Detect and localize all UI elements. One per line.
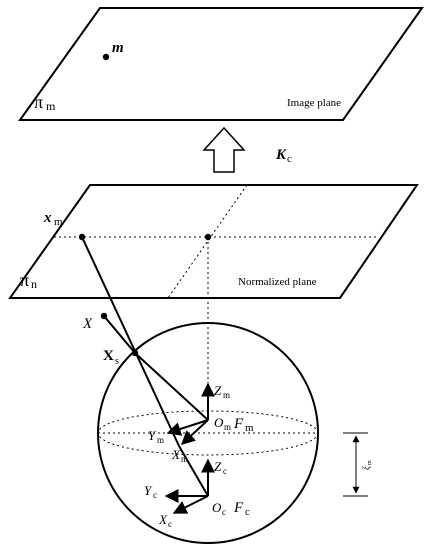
sphere-point-subscript: s <box>115 356 119 367</box>
world-point-dot <box>100 312 108 320</box>
mirror-frame-subscript: m <box>245 422 254 434</box>
image-point-label: m <box>112 40 124 56</box>
world-point-group: X X s <box>82 312 139 367</box>
projection-K-subscript: c <box>287 153 292 165</box>
ray-xm-to-Oc <box>81 236 180 447</box>
offset-label: ξ <box>361 466 371 470</box>
mirror-x-label: X <box>171 447 181 462</box>
image-point-m-dot <box>102 53 110 61</box>
mirror-y-label: Y <box>148 428 157 443</box>
offset-dimension: ξ m <box>343 432 373 497</box>
camera-x-label: X <box>158 512 168 527</box>
camera-z-label: Z <box>214 459 222 474</box>
mirror-origin-subscript: m <box>224 422 231 432</box>
camera-y-label: Y <box>144 483 153 498</box>
unit-sphere <box>97 322 319 544</box>
camera-x-subscript: c <box>168 519 172 529</box>
image-plane: m π m Image plane <box>18 7 424 121</box>
projection-K-symbol: K <box>275 147 287 163</box>
normalized-plane-diagonal-dotted <box>167 184 248 299</box>
ray-lower-to-Oc <box>178 445 209 497</box>
normalized-plane-caption: Normalized plane <box>238 276 317 288</box>
camera-z-subscript: c <box>223 466 227 476</box>
sphere-point-dot <box>131 349 139 357</box>
projection-rays <box>81 236 209 497</box>
image-plane-caption: Image plane <box>287 97 341 109</box>
mirror-x-axis <box>180 419 209 445</box>
ray-X-to-Xs <box>103 315 136 354</box>
normalized-point-subscript: m <box>54 216 63 228</box>
normalized-point-label: x <box>43 210 52 226</box>
mirror-frame-label: F <box>233 416 244 432</box>
camera-origin-label: O <box>212 500 222 515</box>
camera-x-axis <box>172 495 209 514</box>
offset-subscript: m <box>367 460 373 465</box>
mirror-y-subscript: m <box>157 435 164 445</box>
camera-frame-subscript: c <box>245 506 250 518</box>
mirror-frame: Z m O m F m Y m X m <box>148 382 254 464</box>
hollow-up-arrow <box>202 126 246 173</box>
sphere-point-label: X <box>103 348 114 364</box>
normalized-plane: x m π n Normalized plane <box>8 184 419 299</box>
camera-origin-subscript: c <box>222 507 226 517</box>
world-point-label: X <box>82 316 93 332</box>
normalized-plane-pi-symbol: π <box>20 270 29 290</box>
camera-frame: Z c Y c X c O c F c <box>144 458 250 529</box>
mirror-z-subscript: m <box>223 390 230 400</box>
offset-label-group: ξ m <box>361 460 373 470</box>
mirror-y-axis <box>166 419 209 436</box>
image-plane-pi-subscript: m <box>46 99 56 113</box>
image-plane-pi-symbol: π <box>34 92 43 112</box>
mirror-x-subscript: m <box>181 454 188 464</box>
mirror-origin-label: O <box>214 415 224 430</box>
mirror-z-label: Z <box>214 383 222 398</box>
projection-arrow: K c <box>202 126 292 173</box>
image-plane-outline <box>18 7 424 121</box>
ray-Xs-to-Om <box>134 352 209 421</box>
normalized-plane-pi-subscript: n <box>31 277 37 291</box>
normalized-plane-outline <box>8 184 419 299</box>
camera-y-subscript: c <box>153 490 157 500</box>
camera-frame-label: F <box>233 500 244 516</box>
